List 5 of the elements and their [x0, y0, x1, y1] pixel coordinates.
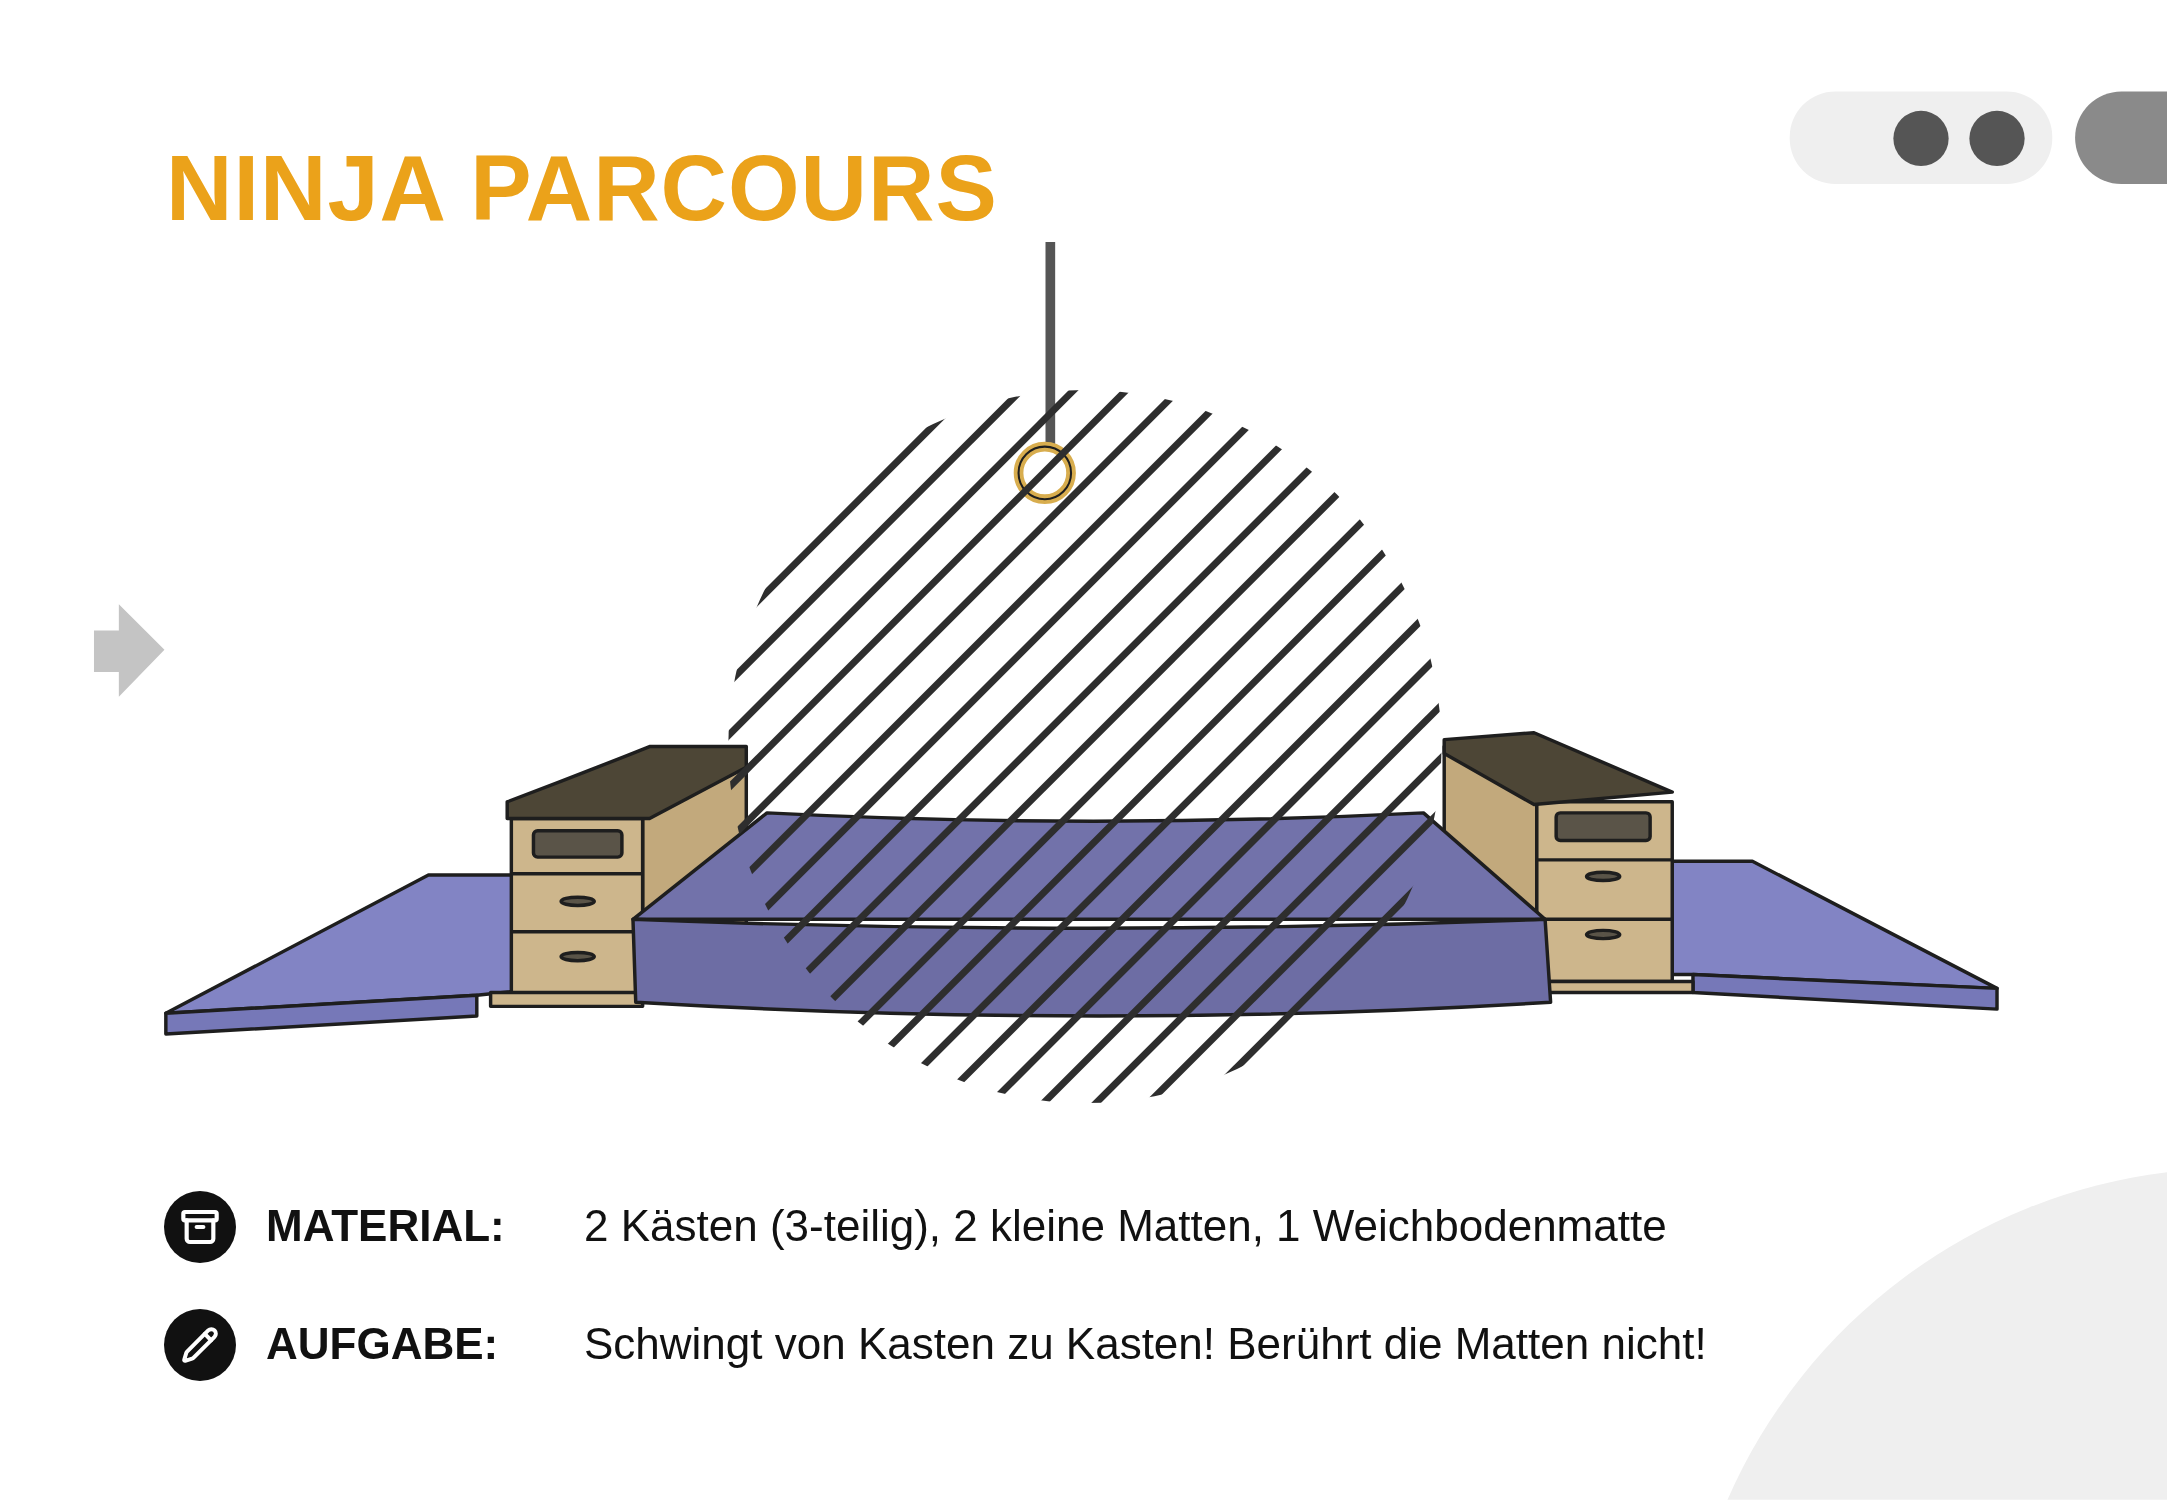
field-text: Schwingt von Kasten zu Kasten! Berührt die Matten nicht!	[584, 1318, 1707, 1370]
field-heading: AUFGABE:	[266, 1318, 499, 1370]
title: NINJA PARCOURS	[166, 138, 998, 240]
field-heading: MATERIAL:	[266, 1200, 505, 1252]
field-text: 2 Kästen (3-teilig), 2 kleine Matten, 1 Weichbodenmatte	[584, 1200, 1667, 1252]
